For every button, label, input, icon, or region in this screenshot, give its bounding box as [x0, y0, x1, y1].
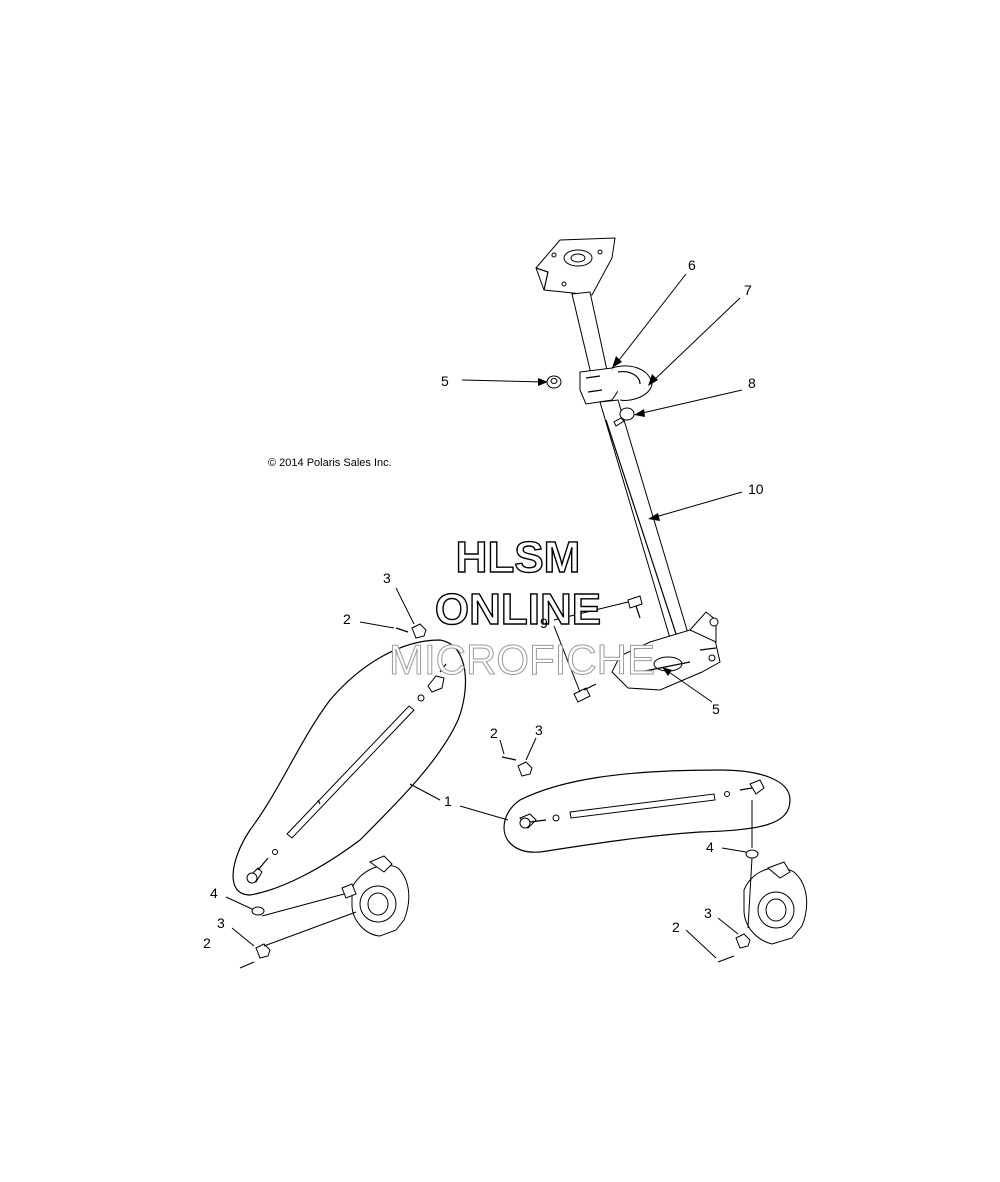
callout-2-top-left: 2	[343, 611, 351, 627]
callout-9: 9	[540, 615, 548, 631]
callout-2-right: 2	[672, 919, 680, 935]
callout-6: 6	[688, 257, 696, 273]
callout-4-left: 4	[210, 885, 218, 901]
watermark: HLSM ONLINE MICROFICHE	[389, 532, 656, 683]
callout-1: 1	[444, 793, 452, 809]
copyright-notice: © 2014 Polaris Sales Inc.	[268, 457, 392, 469]
part-9-bolts	[573, 595, 643, 703]
callout-8: 8	[748, 375, 756, 391]
callout-5-lower: 5	[712, 701, 720, 717]
left-tie-rod-group	[232, 623, 467, 969]
callout-4-right: 4	[706, 839, 714, 855]
callout-2-upper-right: 2	[490, 725, 498, 741]
callout-3-upper-right: 3	[535, 722, 543, 738]
steering-column-assembly	[535, 237, 721, 691]
watermark-line-2: ONLINE	[435, 585, 601, 634]
callout-7: 7	[744, 282, 752, 298]
callout-5-upper: 5	[441, 373, 449, 389]
part-8-pin	[613, 407, 635, 427]
right-tie-rod-group	[501, 756, 808, 963]
callout-10: 10	[748, 481, 764, 497]
watermark-line-3: MICROFICHE	[389, 636, 655, 683]
callout-3-top-left: 3	[383, 570, 391, 586]
watermark-line-1: HLSM	[456, 533, 581, 582]
part-5-nut-upper	[546, 375, 562, 389]
callout-3-left: 3	[217, 915, 225, 931]
callout-labels: 6 7 5 8 10 3 2 9 5 3 2 1 4 4 3 3 2 2	[203, 257, 764, 951]
callout-2-left: 2	[203, 935, 211, 951]
callout-3-right: 3	[704, 905, 712, 921]
leader-lines	[225, 273, 747, 959]
